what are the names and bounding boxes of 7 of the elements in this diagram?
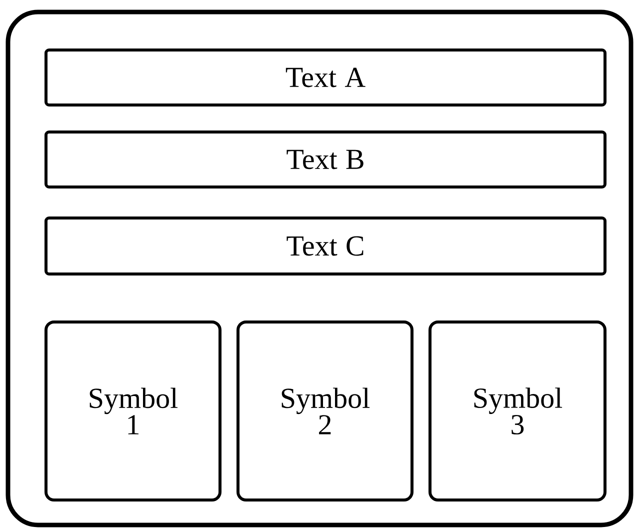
text-bar: Text B <box>44 130 606 188</box>
symbol-box: Symbol 3 <box>428 320 606 502</box>
symbol-box: Symbol 2 <box>236 320 414 502</box>
text-bar: Text A <box>44 48 606 106</box>
text-bar: Text C <box>44 216 606 276</box>
symbol-box: Symbol 1 <box>44 320 222 502</box>
outer-frame <box>6 10 634 528</box>
